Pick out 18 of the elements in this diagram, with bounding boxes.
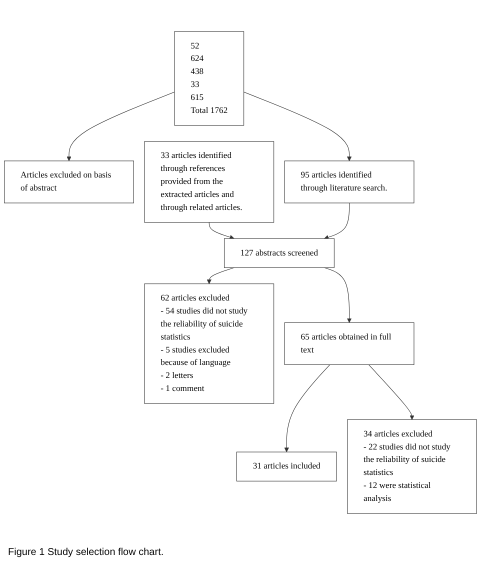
node-box: 52 624 438 33 615 Total 1762 — [174, 31, 244, 126]
arrow — [324, 202, 350, 240]
arrow — [208, 222, 234, 240]
figure-caption: Figure 1 Study selection flow chart. — [7, 546, 165, 560]
arrow — [244, 92, 352, 162]
node-box: 34 articles excluded - 22 studies did not study the reliability of suicide statistics - 12 were statistical analysis — [347, 419, 477, 514]
node-box: 62 articles excluded - 54 studies did not study the reliability of suicide statistics - 5 studies excluded because of language - 2 letters - 1 comment — [144, 284, 274, 404]
node-box: 127 abstracts screened — [224, 238, 334, 268]
node-box: 31 articles included — [236, 452, 337, 482]
node-box: 33 articles identified through references provided from the extracted articles and through related articles. — [144, 141, 274, 223]
node-box: 95 articles identified through literature search. — [284, 160, 414, 204]
node-box: Articles excluded on basis of abstract — [4, 160, 134, 204]
arrow — [206, 267, 234, 284]
node-box: 65 articles obtained in full text — [284, 322, 414, 365]
arrow — [284, 364, 330, 452]
arrow — [66, 92, 175, 162]
arrow — [324, 267, 352, 323]
arrow — [368, 364, 414, 420]
